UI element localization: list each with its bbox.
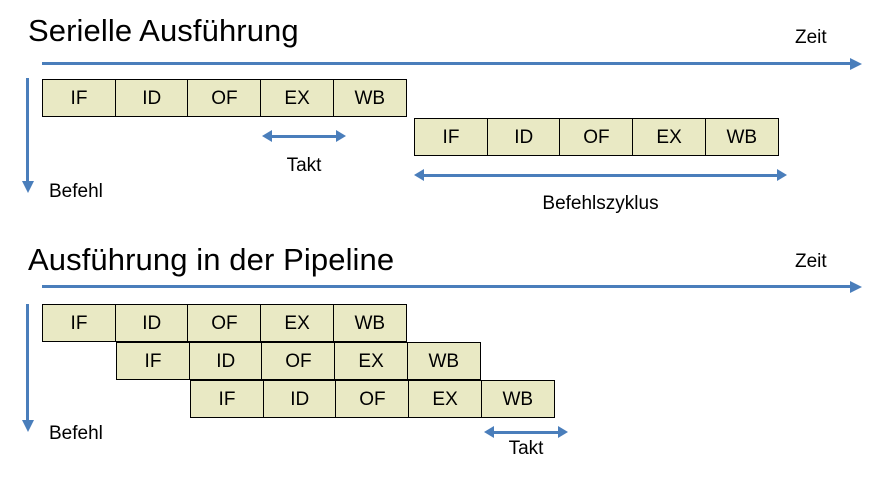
arrowhead-right-icon (558, 426, 568, 438)
befehlszyklus-measure-arrow (414, 169, 787, 181)
befehlszyklus-measure-label: Befehlszyklus (542, 193, 659, 214)
stage-row-serial-1: IF ID OF EX WB (42, 79, 407, 117)
time-axis-label-serial: Zeit (795, 27, 827, 48)
stage-box: EX (260, 79, 335, 117)
stage-box: EX (260, 304, 335, 342)
section-title-serial: Serielle Ausführung (28, 13, 299, 48)
stage-box: ID (114, 304, 189, 342)
stage-box: WB (704, 118, 779, 156)
arrowhead-left-icon (484, 426, 494, 438)
stage-box: IF (414, 118, 488, 156)
stage-box: IF (190, 380, 264, 418)
stage-row-pipeline-2: IF ID OF EX WB (116, 342, 481, 380)
measure-bar (271, 134, 337, 138)
instruction-axis-label-serial: Befehl (49, 181, 103, 202)
arrowhead-left-icon (414, 169, 424, 181)
stage-box: ID (114, 79, 189, 117)
stage-box: WB (332, 304, 407, 342)
takt-measure-arrow-pipeline (484, 426, 568, 438)
time-axis-line-serial (42, 62, 852, 65)
time-axis-arrowhead-serial (850, 57, 862, 70)
time-axis-arrowhead-pipeline (850, 280, 862, 293)
stage-row-pipeline-3: IF ID OF EX WB (190, 380, 555, 418)
stage-row-serial-2: IF ID OF EX WB (414, 118, 779, 156)
stage-box: ID (262, 380, 337, 418)
stage-box: WB (332, 79, 407, 117)
stage-row-pipeline-1: IF ID OF EX WB (42, 304, 407, 342)
time-axis-label-pipeline: Zeit (795, 251, 827, 272)
section-title-pipeline: Ausführung in der Pipeline (28, 242, 395, 277)
stage-box: OF (187, 304, 262, 342)
stage-box: WB (480, 380, 555, 418)
stage-box: IF (42, 304, 116, 342)
stage-box: IF (116, 342, 190, 380)
takt-measure-label-serial: Takt (286, 155, 322, 176)
instruction-axis-arrowhead-pipeline (21, 420, 34, 432)
stage-box: ID (486, 118, 561, 156)
stage-box: OF (335, 380, 410, 418)
instruction-axis-arrowhead-serial (21, 181, 34, 193)
stage-box: OF (261, 342, 336, 380)
instruction-axis-line-serial (26, 78, 29, 183)
arrowhead-right-icon (336, 130, 346, 142)
measure-bar (423, 173, 778, 177)
stage-box: IF (42, 79, 116, 117)
stage-box: OF (559, 118, 634, 156)
takt-measure-arrow-serial (262, 130, 346, 142)
stage-box: OF (187, 79, 262, 117)
arrowhead-right-icon (777, 169, 787, 181)
instruction-axis-line-pipeline (26, 304, 29, 422)
instruction-axis-label-pipeline: Befehl (49, 423, 103, 444)
stage-box: EX (334, 342, 409, 380)
takt-measure-label-pipeline: Takt (508, 438, 544, 459)
arrowhead-left-icon (262, 130, 272, 142)
stage-box: ID (188, 342, 263, 380)
stage-box: WB (406, 342, 481, 380)
time-axis-line-pipeline (42, 285, 852, 288)
stage-box: EX (632, 118, 707, 156)
measure-bar (493, 430, 559, 434)
stage-box: EX (408, 380, 483, 418)
